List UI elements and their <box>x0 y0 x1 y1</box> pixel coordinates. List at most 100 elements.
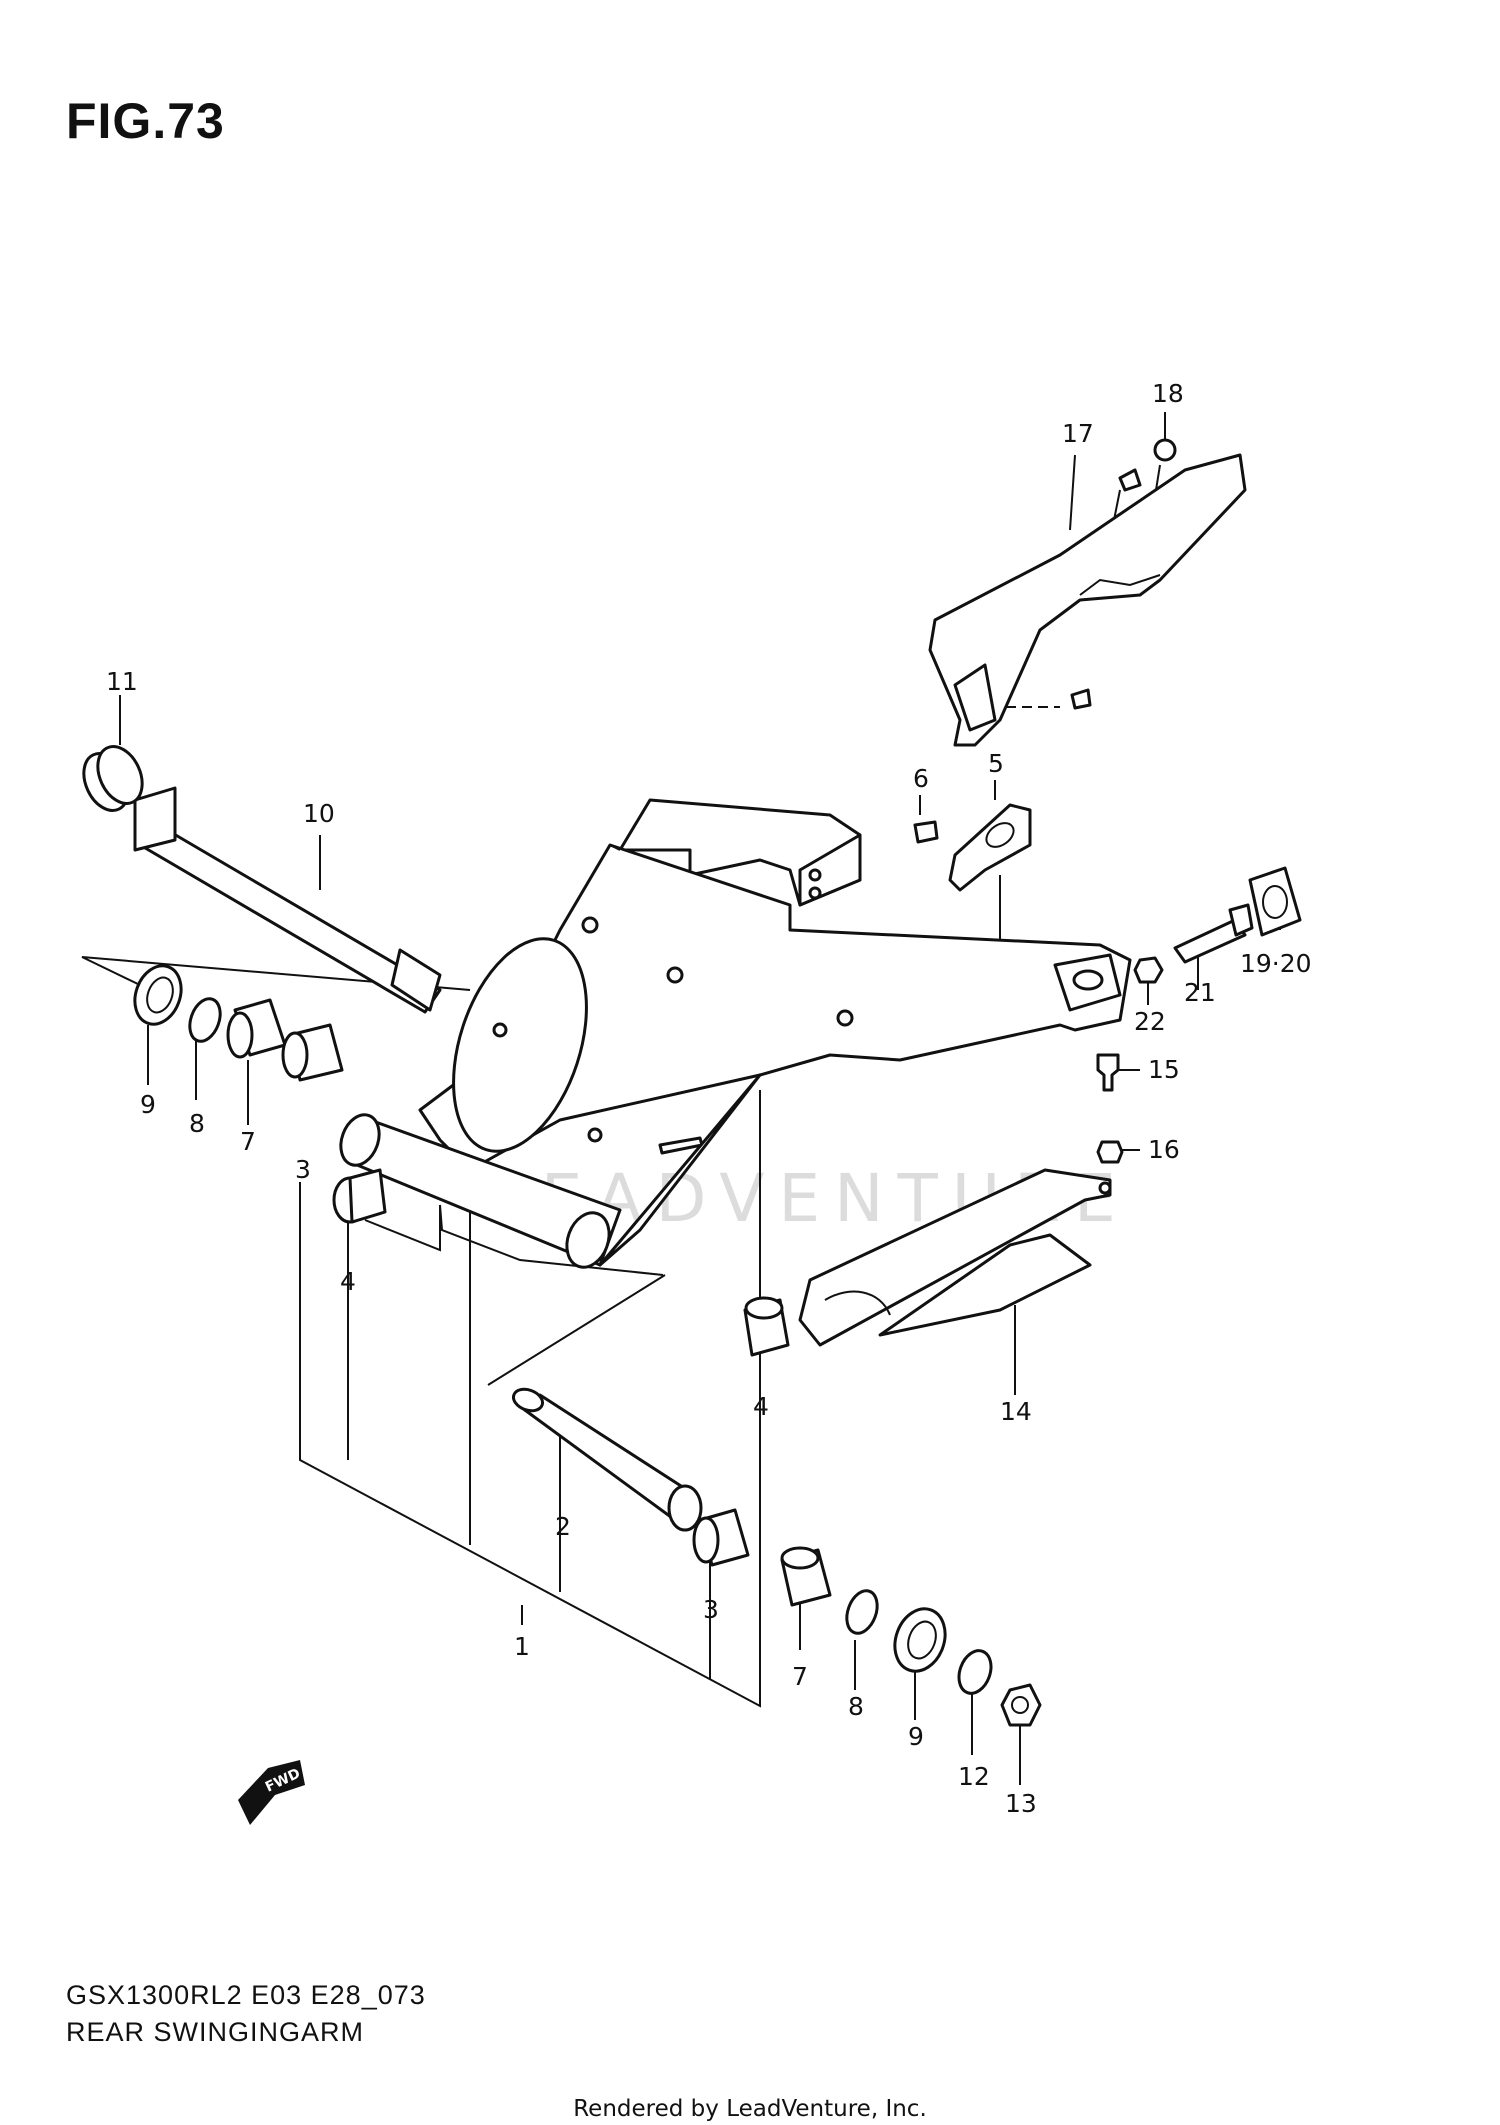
callout-3-lower: 3 <box>703 1595 719 1624</box>
dust-seal-right <box>893 1607 947 1673</box>
pivot-nut-13 <box>1000 1683 1042 1727</box>
leader-lines <box>81 412 1281 1785</box>
swingarm <box>339 798 1132 1269</box>
shaft-thread <box>390 948 442 1012</box>
callout-8-right: 8 <box>848 1692 864 1721</box>
pivot-nut-face <box>96 745 144 805</box>
callout-9-left: 9 <box>140 1090 156 1119</box>
washer-right <box>845 1589 879 1635</box>
chain-buffer-contour <box>824 1290 891 1316</box>
fwd-arrow: FWD <box>238 1760 305 1825</box>
dust-seal-left <box>133 964 183 1026</box>
chain-cover <box>928 438 1247 747</box>
bearing-4-left-body <box>348 1168 387 1224</box>
nut-22 <box>1133 956 1164 984</box>
swingarm-side-cutout <box>452 937 588 1153</box>
axle-slot-hole <box>1072 969 1104 991</box>
pivot-spacer-end <box>511 1387 545 1413</box>
callout-16: 16 <box>1148 1135 1180 1164</box>
pivot-tube-end <box>339 1113 381 1167</box>
figure-title: FIG.73 <box>66 93 225 149</box>
bearing-3-lower-end <box>692 1516 720 1564</box>
callout-17: 17 <box>1062 419 1094 448</box>
shaft-thread <box>133 786 177 852</box>
dust-seal-right-inner <box>907 1620 937 1660</box>
callout-8-left: 8 <box>189 1109 205 1138</box>
bearing-left-end <box>281 1031 309 1079</box>
swingarm-hole <box>808 868 822 882</box>
bracket-assembly <box>913 803 1032 892</box>
right-pivot-parts <box>511 1296 1042 1727</box>
chain-cover-window <box>953 663 997 732</box>
callout-15: 15 <box>1148 1055 1180 1084</box>
washer-left <box>188 997 222 1043</box>
clip-lower <box>1070 688 1092 710</box>
swingarm-hole <box>587 1127 603 1143</box>
swingarm-hole <box>581 916 599 934</box>
left-pivot-parts <box>133 964 387 1224</box>
leader-line <box>364 1205 441 1252</box>
pivot-shaft-assembly <box>82 745 442 1014</box>
swingarm-hole <box>666 966 684 984</box>
callout-13: 13 <box>1005 1789 1037 1818</box>
pivot-spacer-end <box>667 1484 703 1532</box>
bracket-5 <box>948 803 1032 892</box>
swingarm-lower-flank <box>598 1073 762 1267</box>
adjuster-block-hole <box>1262 885 1288 919</box>
callout-10: 10 <box>303 799 335 828</box>
callout-6: 6 <box>913 764 929 793</box>
callout-12: 12 <box>958 1762 990 1791</box>
callout-18: 18 <box>1152 379 1184 408</box>
swingarm-hole <box>836 1009 854 1027</box>
bolt-15 <box>1096 1053 1120 1092</box>
chain-buffer-insert <box>878 1233 1092 1337</box>
adjuster-block-19-20 <box>1248 866 1302 937</box>
leader-line <box>487 1274 666 1386</box>
adjuster-bolt-21 <box>1173 918 1247 964</box>
callout-22: 22 <box>1134 1007 1166 1036</box>
callout-7-left: 7 <box>240 1127 256 1156</box>
chain-cover-edge <box>1079 574 1161 596</box>
callout-3-upper: 3 <box>295 1155 311 1184</box>
clip-17 <box>1118 468 1142 492</box>
bearing-4-right-end <box>744 1296 784 1320</box>
callout-19-20: 19·20 <box>1240 949 1312 978</box>
fwd-arrow-icon <box>238 1760 305 1825</box>
bolt-6 <box>913 820 939 844</box>
callout-5: 5 <box>988 749 1004 778</box>
spacer-left-end <box>226 1011 254 1059</box>
chain-buffer-hole <box>1098 1181 1112 1195</box>
chain-buffer <box>798 1168 1112 1347</box>
callout-1: 1 <box>514 1632 530 1661</box>
bracket-5-slot <box>985 822 1015 848</box>
callout-4-right: 4 <box>753 1392 769 1421</box>
pivot-tube-end <box>565 1211 611 1269</box>
swingarm-hole <box>808 886 822 900</box>
callout-14: 14 <box>1000 1397 1032 1426</box>
dust-seal-inner <box>146 976 174 1014</box>
callout-4-left: 4 <box>340 1267 356 1296</box>
callout-11: 11 <box>106 667 138 696</box>
washer-12 <box>957 1649 993 1695</box>
callouts: 1 2 3 3 4 4 5 6 7 7 8 8 9 9 10 11 12 13 … <box>106 379 1312 1818</box>
swingarm-edge <box>559 843 621 931</box>
adjuster-bolt-head <box>1228 903 1254 937</box>
pivot-nut-13-bore <box>1011 1696 1029 1714</box>
chain-buffer-body <box>798 1168 1112 1347</box>
callout-2: 2 <box>555 1512 571 1541</box>
nut-16 <box>1096 1140 1124 1164</box>
swingarm-hole <box>492 1022 508 1038</box>
callout-7-right: 7 <box>792 1662 808 1691</box>
chain-cover-body <box>928 453 1247 747</box>
clip-18 <box>1153 438 1177 462</box>
footer-note: Rendered by LeadVenture, Inc. <box>573 2096 927 2122</box>
adjuster-parts <box>1096 866 1302 1164</box>
model-code: GSX1300RL2 E03 E28_073 <box>66 1980 426 2010</box>
section-name: REAR SWINGINGARM <box>66 2017 365 2047</box>
spacer-right-end <box>780 1546 820 1570</box>
callout-21: 21 <box>1184 978 1216 1007</box>
callout-9-right: 9 <box>908 1722 924 1751</box>
leader-line <box>81 956 471 991</box>
